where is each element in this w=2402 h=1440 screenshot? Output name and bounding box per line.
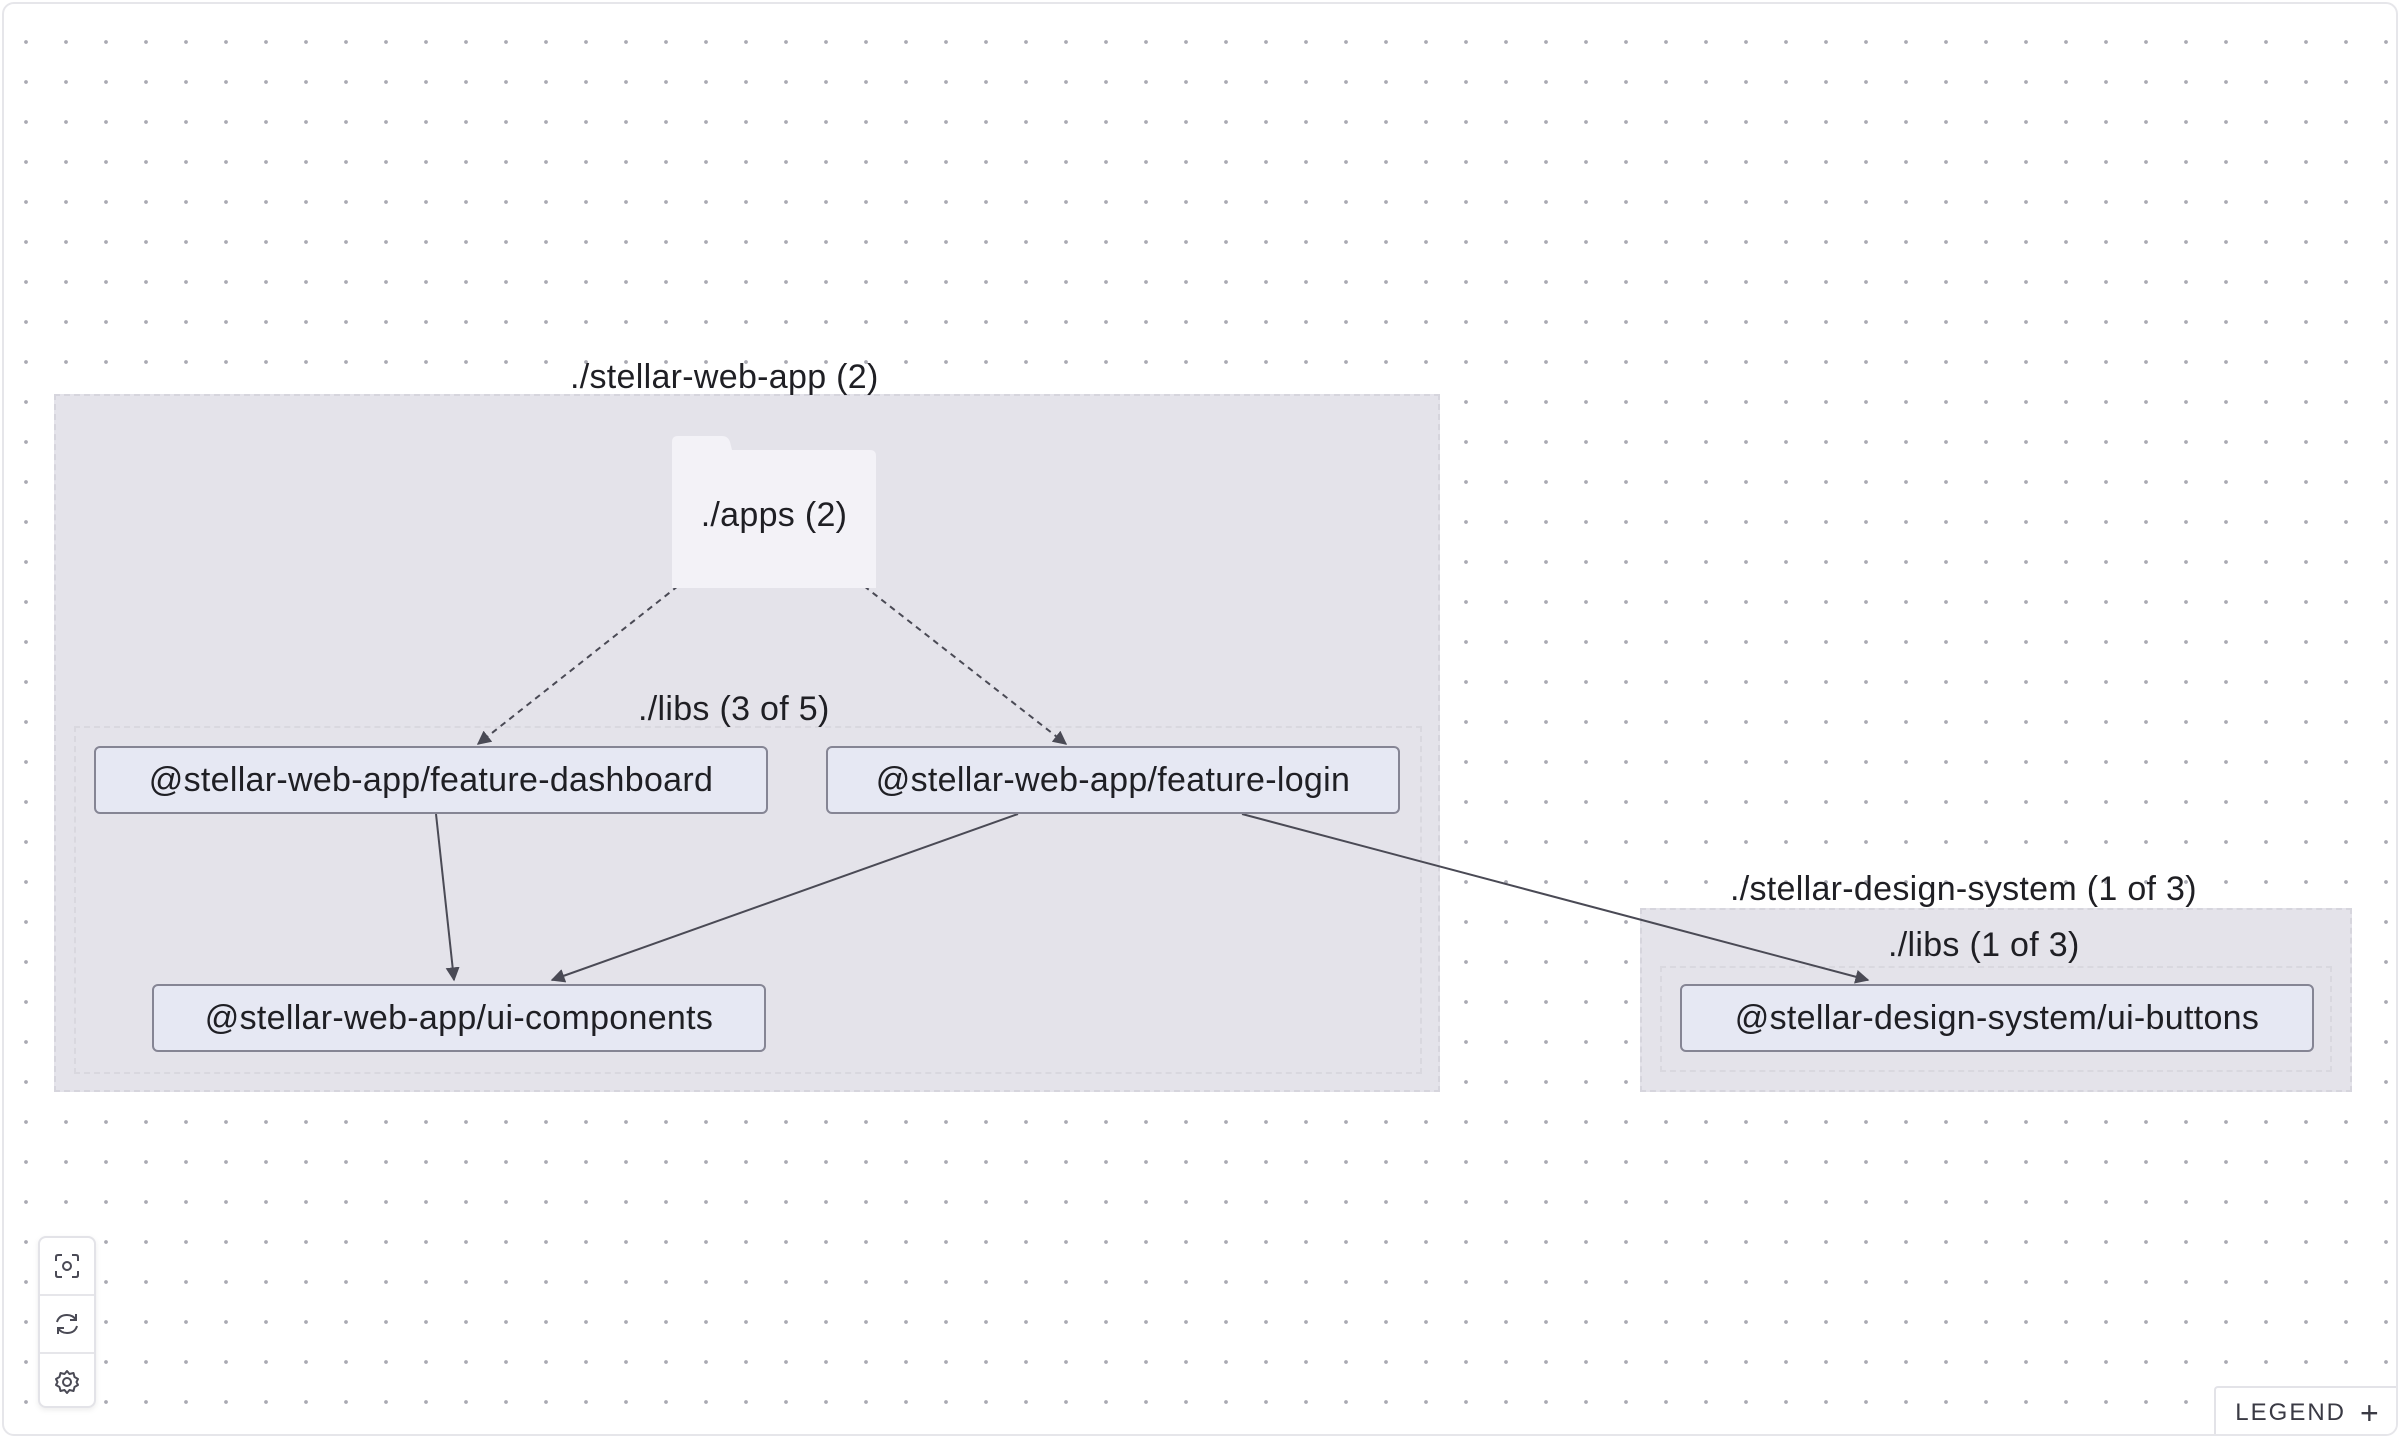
node-feature-login[interactable]: @stellar-web-app/feature-login (826, 746, 1400, 814)
node-feature-dashboard[interactable]: @stellar-web-app/feature-dashboard (94, 746, 768, 814)
group-label-stellar-design-system: ./stellar-design-system (1 of 3) (1730, 870, 2197, 908)
node-ui-components[interactable]: @stellar-web-app/ui-components (152, 984, 766, 1052)
settings-button[interactable] (40, 1354, 94, 1410)
refresh-icon (56, 1313, 78, 1335)
folder-node-apps[interactable]: ./apps (2) (672, 436, 876, 588)
folder-label-apps: ./apps (2) (700, 496, 848, 534)
refresh-button[interactable] (40, 1296, 94, 1352)
legend-button[interactable]: LEGEND + (2214, 1386, 2396, 1434)
fit-view-icon (55, 1254, 79, 1278)
subgroup-design-system-libs (1660, 966, 2332, 1072)
group-label-web-app-libs: ./libs (3 of 5) (638, 690, 830, 728)
settings-icon (55, 1370, 79, 1394)
plus-icon: + (2360, 1395, 2379, 1431)
folder-icon (672, 436, 876, 588)
node-ui-buttons[interactable]: @stellar-design-system/ui-buttons (1680, 984, 2314, 1052)
controls-divider (40, 1294, 94, 1296)
legend-label: LEGEND (2235, 1399, 2346, 1426)
fit-view-button[interactable] (40, 1238, 94, 1294)
group-label-stellar-web-app: ./stellar-web-app (2) (570, 358, 879, 396)
graph-controls-panel (38, 1236, 96, 1408)
controls-divider (40, 1352, 94, 1354)
group-label-design-system-libs: ./libs (1 of 3) (1888, 926, 2080, 964)
